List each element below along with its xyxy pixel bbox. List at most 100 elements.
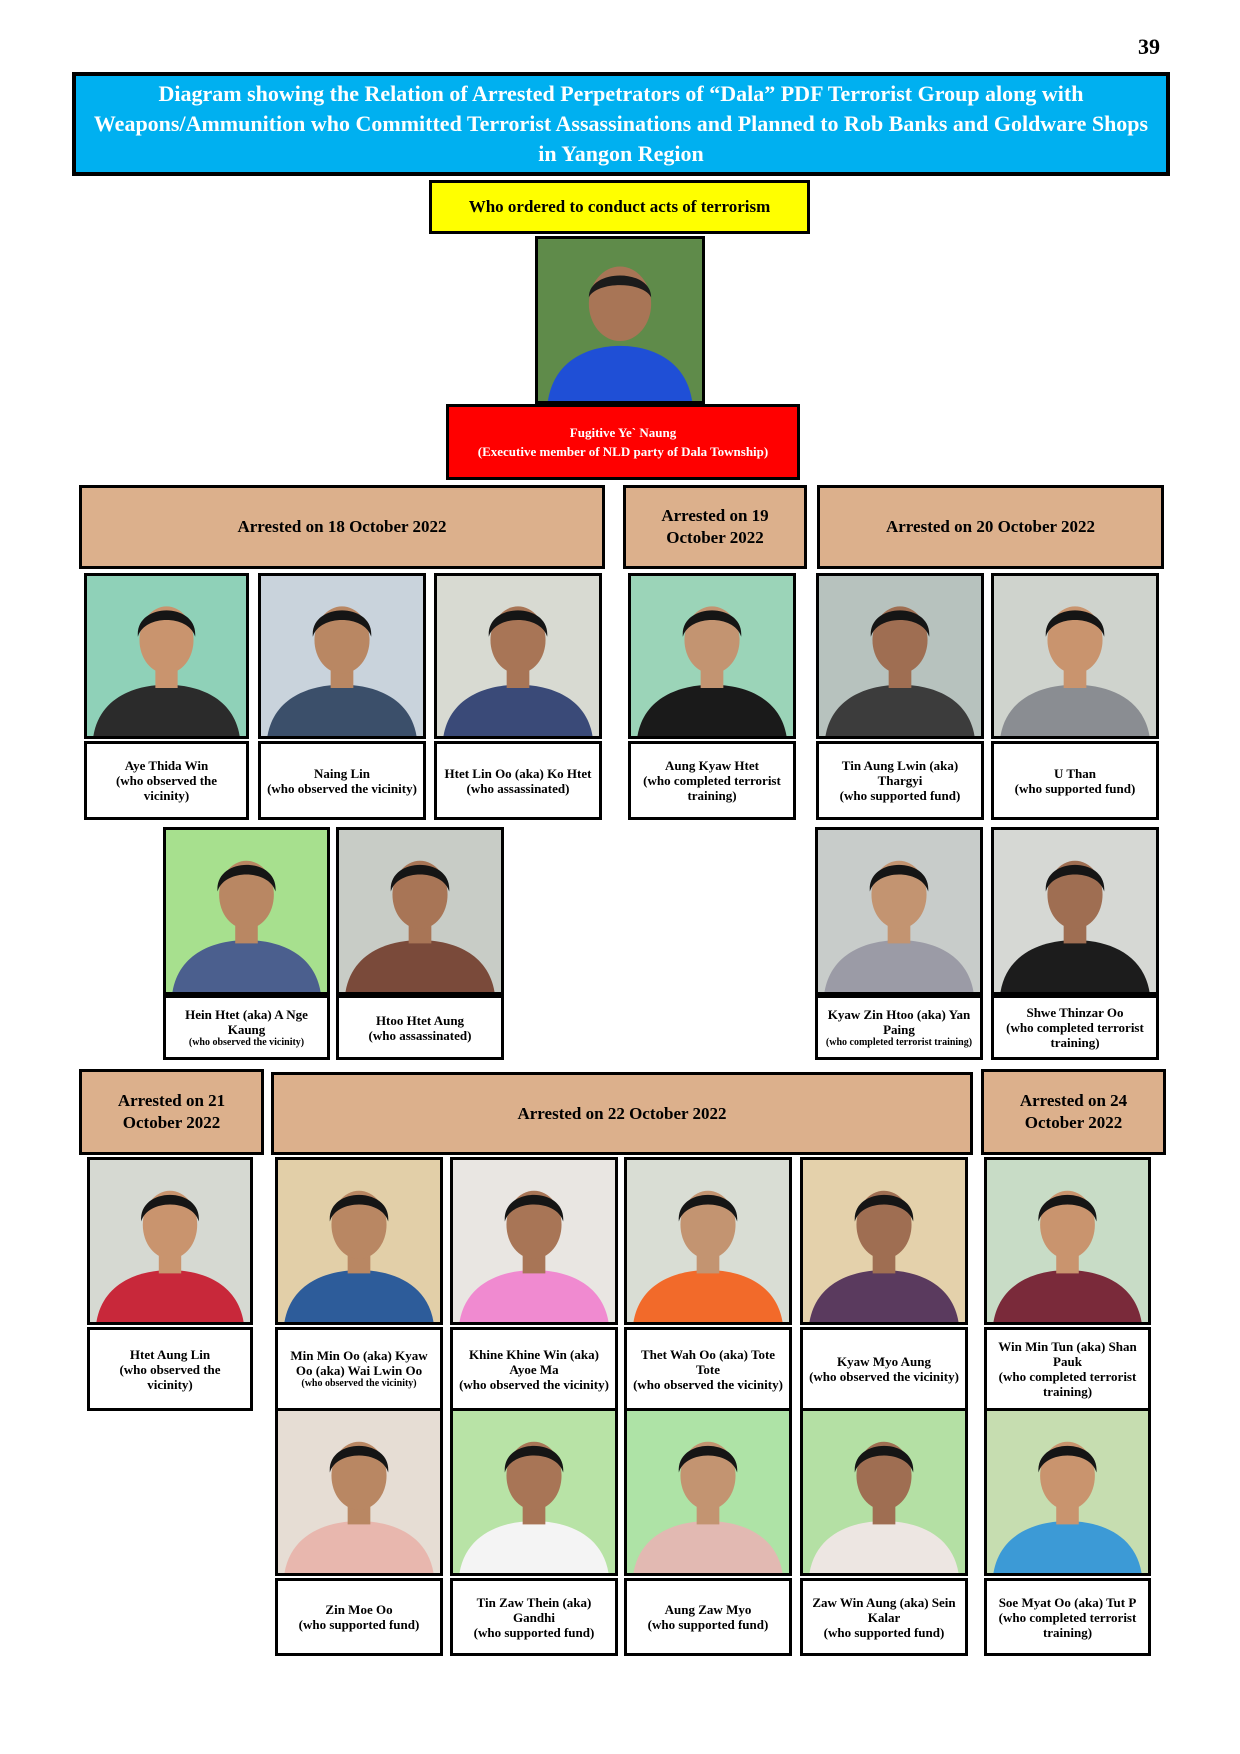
person-silhouette-icon — [538, 239, 702, 401]
person-silhouette-icon — [803, 1411, 965, 1573]
photo-person-21 — [984, 1408, 1151, 1576]
photo-shirt — [284, 1521, 434, 1573]
caption-person-17: Zin Moe Oo(who supported fund) — [275, 1578, 443, 1656]
photo-person-16 — [984, 1157, 1151, 1325]
person-name: Kyaw Zin Htoo (aka) Yan Paing — [827, 1006, 971, 1037]
person-name: Aye Thida Win — [124, 758, 209, 773]
photo-hair — [504, 1194, 564, 1222]
person-role: (who completed terrorist training) — [825, 1036, 973, 1048]
photo-shirt — [443, 684, 593, 736]
person-role: (who assassinated) — [368, 1027, 472, 1043]
person-name: Htet Lin Oo (aka) Ko Htet — [444, 765, 592, 781]
photo-shirt — [284, 1270, 434, 1322]
person-role: (who observed the vicinity) — [809, 1369, 959, 1384]
photo-face — [1047, 606, 1103, 674]
caption-person-18: Tin Zaw Thein (aka) Gandhi(who supported… — [450, 1578, 618, 1656]
person-silhouette-icon — [994, 830, 1156, 992]
leader-name: Fugitive Ye` Naung — [569, 425, 677, 440]
photo-face — [1047, 860, 1103, 929]
person-name: Win Min Tun (aka) Shan Pauk — [998, 1339, 1137, 1369]
photo-shirt — [459, 1270, 609, 1322]
person-silhouette-icon — [437, 576, 599, 736]
photo-face — [680, 1441, 736, 1510]
photo-shirt — [93, 684, 240, 736]
person-role: (who completed terrorist training) — [998, 1369, 1137, 1399]
caption-person-10: Shwe Thinzar Oo(who completed terrorist … — [991, 995, 1159, 1060]
photo-shirt — [633, 1521, 783, 1573]
photo-hair — [869, 864, 929, 892]
caption-person-7: Hein Htet (aka) A Nge Kaung(who observed… — [163, 995, 330, 1060]
photo-hair — [682, 610, 742, 637]
photo-person-13 — [450, 1157, 618, 1325]
photo-person-4 — [628, 573, 796, 739]
date-header-19-october: Arrested on 19 October 2022 — [623, 485, 807, 569]
caption-person-4: Aung Kyaw Htet(who completed terrorist t… — [628, 741, 796, 820]
photo-person-3 — [434, 573, 602, 739]
person-role: (who observed the vicinity) — [188, 1036, 305, 1048]
caption-person-21: Soe Myat Oo (aka) Tut P(who completed te… — [984, 1578, 1151, 1656]
photo-person-11 — [87, 1157, 253, 1325]
person-silhouette-icon — [631, 576, 793, 736]
person-silhouette-icon — [627, 1160, 789, 1322]
photo-hair — [329, 1445, 389, 1473]
ordered-label: Who ordered to conduct acts of terrorism — [429, 180, 810, 234]
caption-person-19: Aung Zaw Myo(who supported fund) — [624, 1578, 792, 1656]
photo-person-2 — [258, 573, 426, 739]
person-silhouette-icon — [987, 1411, 1148, 1573]
person-silhouette-icon — [994, 576, 1156, 736]
photo-shirt — [993, 1521, 1142, 1573]
photo-hair — [854, 1445, 914, 1473]
photo-face — [680, 1190, 736, 1259]
photo-person-10 — [991, 827, 1159, 995]
caption-person-5: Tin Aung Lwin (aka) Thargyi(who supporte… — [816, 741, 984, 820]
caption-person-2: Naing Lin(who observed the vicinity) — [258, 741, 426, 820]
leader-role: (Executive member of NLD party of Dala T… — [477, 444, 769, 459]
page-number: 39 — [1138, 34, 1160, 59]
caption-person-12: Min Min Oo (aka) Kyaw Oo (aka) Wai Lwin … — [275, 1327, 443, 1411]
person-role: (who supported fund) — [298, 1617, 420, 1632]
person-name: Naing Lin — [314, 765, 370, 781]
photo-face — [684, 606, 740, 674]
person-name: Thet Wah Oo (aka) Tote Tote — [640, 1346, 776, 1377]
photo-face — [139, 606, 194, 674]
person-role: (who observed the vicinity) — [459, 1376, 609, 1392]
photo-face — [490, 606, 546, 674]
photo-shirt — [267, 684, 417, 736]
photo-person-20 — [800, 1408, 968, 1576]
person-silhouette-icon — [818, 830, 980, 992]
person-role: (who completed terrorist training) — [1006, 1020, 1144, 1050]
photo-face — [331, 1190, 387, 1259]
person-silhouette-icon — [987, 1160, 1148, 1322]
photo-hair — [312, 610, 372, 637]
caption-person-6: U Than(who supported fund) — [991, 741, 1159, 820]
person-name: Tin Aung Lwin (aka) Thargyi — [841, 758, 959, 788]
photo-face — [506, 1441, 562, 1510]
person-name: Soe Myat Oo (aka) Tut P — [998, 1594, 1137, 1610]
caption-person-15: Kyaw Myo Aung(who observed the vicinity) — [800, 1327, 968, 1411]
photo-person-19 — [624, 1408, 792, 1576]
person-role: (who observed the vicinity) — [119, 1361, 221, 1392]
person-name: Htoo Htet Aung — [375, 1012, 465, 1028]
person-name: Kyaw Myo Aung — [837, 1354, 931, 1369]
caption-person-14: Thet Wah Oo (aka) Tote Tote(who observed… — [624, 1327, 792, 1411]
person-role: (who observed the vicinity) — [115, 773, 218, 803]
caption-person-8: Htoo Htet Aung(who assassinated) — [336, 995, 504, 1060]
photo-face — [392, 860, 448, 929]
photo-person-6 — [991, 573, 1159, 739]
person-silhouette-icon — [278, 1411, 440, 1573]
person-role: (who completed terrorist training) — [998, 1609, 1137, 1640]
photo-person-7 — [163, 827, 330, 995]
person-silhouette-icon — [819, 576, 981, 736]
photo-hair — [1045, 610, 1105, 637]
photo-shirt — [809, 1521, 959, 1573]
person-silhouette-icon — [166, 830, 327, 992]
photo-hair — [329, 1194, 389, 1222]
person-silhouette-icon — [261, 576, 423, 736]
person-role: (who observed the vicinity) — [267, 780, 417, 796]
photo-hair — [588, 275, 652, 298]
photo-face — [856, 1441, 912, 1510]
person-role: (who assassinated) — [466, 780, 570, 796]
date-header-24-october: Arrested on 24 October 2022 — [981, 1069, 1166, 1155]
photo-shirt — [809, 1270, 959, 1322]
photo-hair — [1038, 1194, 1097, 1222]
